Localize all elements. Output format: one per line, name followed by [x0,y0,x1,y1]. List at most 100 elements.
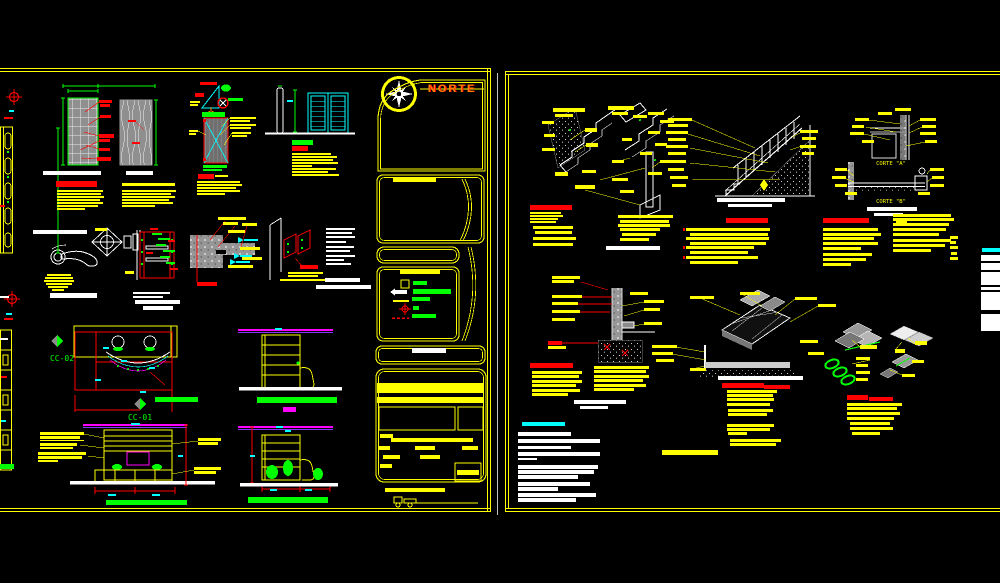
cc02-label: CC-02 [50,354,74,363]
annotation-bar [530,218,558,220]
stair-section-detail [687,115,815,197]
annotation-bar [57,199,100,201]
annotation-bar [912,360,924,363]
annotation-bar [292,159,333,161]
annotation-bar [292,171,328,173]
annotation-bar [612,160,624,163]
annotation-bar [197,282,217,286]
annotation-bar [532,389,580,392]
annotation-bar [850,422,890,425]
annotation-bar [530,221,556,223]
annotation-bar [46,283,72,285]
annotation-bar [690,296,714,299]
annotation-bar [666,160,686,163]
annotation-bar [413,289,451,294]
annotation-bar [893,239,951,242]
annotation-bar [594,379,643,382]
annotation-bar [727,394,773,397]
annotation-bar [122,202,173,204]
annotation-bar [686,228,770,231]
annotation-bar [845,192,857,195]
annotation-bar [981,314,1000,331]
annotation-bar [40,443,77,446]
annotation-bar [855,118,869,121]
annotation-bar [38,452,86,455]
annotation-bar [548,341,562,345]
annotation-bar [325,278,360,282]
annotation-bar [530,215,563,217]
annotation-bar [648,172,662,175]
annotation-bar [197,181,240,183]
annotation-bar [847,407,897,410]
annotation-bar [542,148,555,151]
annotation-bar [412,348,446,353]
annotation-bar [377,383,483,393]
annotation-bar [190,104,198,106]
annotation-bar [652,352,673,355]
annotation-bar [656,359,674,362]
annotation-bar [457,470,479,475]
annotation-bar [874,213,903,216]
annotation-bar [920,118,936,121]
annotation-bar [232,132,251,134]
annotation-bar [930,184,944,187]
annotation-bar [668,118,692,121]
annotation-bar [893,218,954,221]
door-elevation-grain-detail [119,99,158,166]
left-sheet-border [0,67,492,513]
annotation-bar [518,446,571,449]
annotation-bar [594,370,646,373]
annotation-bar [189,133,196,135]
annotation-bar [893,233,939,236]
annotation-bar [170,268,178,270]
annotation-bar [622,233,656,236]
annotation-bar [300,265,318,269]
annotation-bar [726,218,768,223]
annotation-bar [326,246,354,248]
annotation-bar [668,138,686,141]
annotation-bar [728,432,747,435]
annotation-bar [532,384,576,387]
annotation-bar [823,263,851,266]
annotation-bar [400,270,440,274]
annotation-bar [555,172,568,176]
annotation-bar [122,199,169,201]
legend-arrow-icon [390,288,407,296]
corte-b-label: CORTE "B" [876,199,906,205]
annotation-bar [232,135,247,137]
iso-stair-details [547,102,675,219]
annotation-bar [594,388,634,391]
annotation-bar [690,242,766,245]
annotation-bar [612,178,628,181]
annotation-bar [99,100,112,103]
annotation-bar [608,106,634,110]
annotation-bar [377,397,483,403]
annotation-bar [40,447,73,449]
legend-crosshair-icon [399,303,411,315]
annotation-bar [412,314,436,318]
annotation-bar [915,341,927,345]
annotation-bar [242,257,262,260]
annotation-bar [292,162,338,164]
annotation-bar [33,230,87,234]
annotation-bar [893,214,951,217]
annotation-bar [932,176,944,179]
annotation-bar [644,308,660,311]
annotation-bar [1,420,6,422]
annotation-bar [686,237,769,240]
annotation-bar [544,134,555,137]
annotation-bar [0,338,8,340]
annotation-bar [532,375,579,378]
annotation-bar [847,395,868,400]
annotation-bar [982,248,1000,252]
annotation-bar [895,349,905,353]
annotation-bar [393,178,436,182]
annotation-bar [522,422,565,426]
annotation-bar [57,202,103,204]
annotation-bar [666,131,688,134]
annotation-bar [893,228,946,231]
annotation-bar [727,424,774,427]
post-and-louver-doors-detail [265,85,355,135]
annotation-bar [856,371,870,374]
